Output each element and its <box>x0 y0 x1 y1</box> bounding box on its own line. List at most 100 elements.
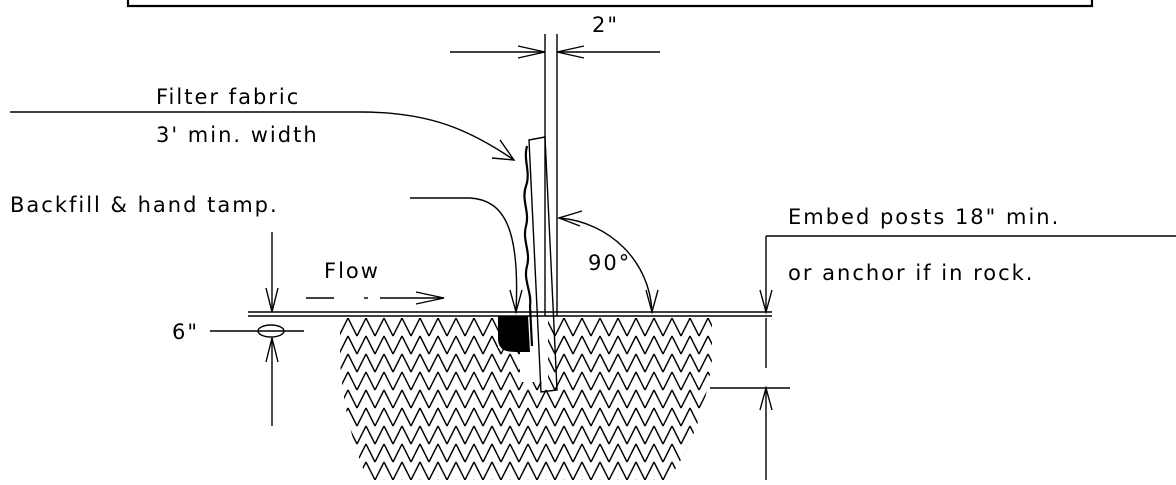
hatch-stroke <box>491 479 502 480</box>
hatch-stroke <box>608 371 619 391</box>
hatch-stroke <box>356 479 367 480</box>
hatch-stroke <box>662 371 673 391</box>
hatch-stroke <box>644 443 655 463</box>
hatch-stroke <box>527 479 538 480</box>
hatch-stroke <box>608 425 619 445</box>
hatch-stroke <box>383 389 394 409</box>
hatch-stroke <box>401 318 412 337</box>
hatch-stroke <box>717 318 726 336</box>
hatch-stroke <box>356 425 367 445</box>
hatch-stroke <box>581 335 592 355</box>
hatch-stroke <box>410 389 421 409</box>
hatch-stroke <box>347 318 358 337</box>
hatch-stroke <box>509 461 520 480</box>
hatch-stroke <box>482 425 493 445</box>
filter-fabric <box>523 145 534 347</box>
hatch-stroke <box>527 353 538 373</box>
hatch-stroke <box>608 443 619 463</box>
hatch-stroke <box>392 425 403 445</box>
hatch-stroke <box>554 461 565 480</box>
hatch-stroke <box>365 461 376 480</box>
hatch-stroke <box>717 408 726 426</box>
hatch-stroke <box>491 353 502 373</box>
hatch-stroke <box>464 443 475 463</box>
hatch-stroke <box>653 371 664 391</box>
hatch-stroke <box>563 353 574 373</box>
hatch-stroke <box>340 407 349 427</box>
hatch-stroke <box>590 443 601 463</box>
hatch-stroke <box>428 318 439 337</box>
hatch-stroke <box>464 371 475 391</box>
hatch-stroke <box>347 353 358 373</box>
hatch-stroke <box>392 389 403 409</box>
hatch-stroke <box>347 479 358 480</box>
hatch-stroke <box>392 318 403 337</box>
hatch-stroke <box>698 389 709 409</box>
hatch-stroke <box>410 407 421 427</box>
hatch-stroke <box>581 407 592 427</box>
hatch-stroke <box>590 425 601 445</box>
hatch-stroke <box>491 389 502 409</box>
hatch-stroke <box>428 389 439 409</box>
hatch-stroke <box>356 461 367 480</box>
hatch-stroke <box>518 371 529 391</box>
hatch-stroke <box>617 353 628 373</box>
hatch-stroke <box>340 353 349 373</box>
hatch-stroke <box>717 336 726 354</box>
hatch-stroke <box>671 371 682 391</box>
hatch-stroke <box>383 407 394 427</box>
hatch-stroke <box>446 461 457 480</box>
hatch-stroke <box>446 318 457 337</box>
hatch-stroke <box>527 389 538 409</box>
hatch-stroke <box>545 335 556 355</box>
hatch-stroke <box>437 443 448 463</box>
hatch-stroke <box>437 389 448 409</box>
hatch-stroke <box>365 425 376 445</box>
hatch-stroke <box>340 425 349 445</box>
hatch-stroke <box>554 318 565 337</box>
hatch-stroke <box>590 371 601 391</box>
hatch-stroke <box>545 371 556 391</box>
hatch-stroke <box>599 371 610 391</box>
backfill-label: Backfill & hand tamp. <box>10 193 279 217</box>
hatch-stroke <box>653 407 664 427</box>
hatch-stroke <box>717 426 726 444</box>
hatch-stroke <box>392 407 403 427</box>
hatch-stroke <box>392 335 403 355</box>
hatch-stroke <box>590 353 601 373</box>
hatch-stroke <box>689 479 700 480</box>
hatch-stroke <box>410 443 421 463</box>
hatch-stroke <box>608 479 619 480</box>
hatch-stroke <box>590 389 601 409</box>
hatch-stroke <box>464 389 475 409</box>
angle-annotation: 90° <box>556 210 659 315</box>
hatch-stroke <box>536 389 547 409</box>
hatch-stroke <box>340 461 349 480</box>
hatch-stroke <box>330 318 339 336</box>
hatch-stroke <box>545 425 556 445</box>
hatch-stroke <box>473 318 484 337</box>
hatch-stroke <box>482 461 493 480</box>
hatch-stroke <box>473 425 484 445</box>
hatch-stroke <box>689 407 700 427</box>
hatch-stroke <box>446 425 457 445</box>
hatch-stroke <box>401 479 412 480</box>
hatch-stroke <box>509 353 520 373</box>
hatch-stroke <box>536 461 547 480</box>
hatch-stroke <box>500 443 511 463</box>
hatch-stroke <box>419 371 430 391</box>
hatch-stroke <box>572 443 583 463</box>
hatch-stroke <box>392 353 403 373</box>
hatch-stroke <box>626 425 637 445</box>
hatch-stroke <box>599 389 610 409</box>
hatch-stroke <box>330 426 339 444</box>
hatch-stroke <box>617 389 628 409</box>
hatch-stroke <box>644 371 655 391</box>
hatch-stroke <box>572 353 583 373</box>
hatch-stroke <box>644 318 655 337</box>
hatch-stroke <box>599 335 610 355</box>
hatch-stroke <box>717 480 726 485</box>
hatch-stroke <box>482 335 493 355</box>
hatch-stroke <box>446 335 457 355</box>
hatch-stroke <box>545 443 556 463</box>
